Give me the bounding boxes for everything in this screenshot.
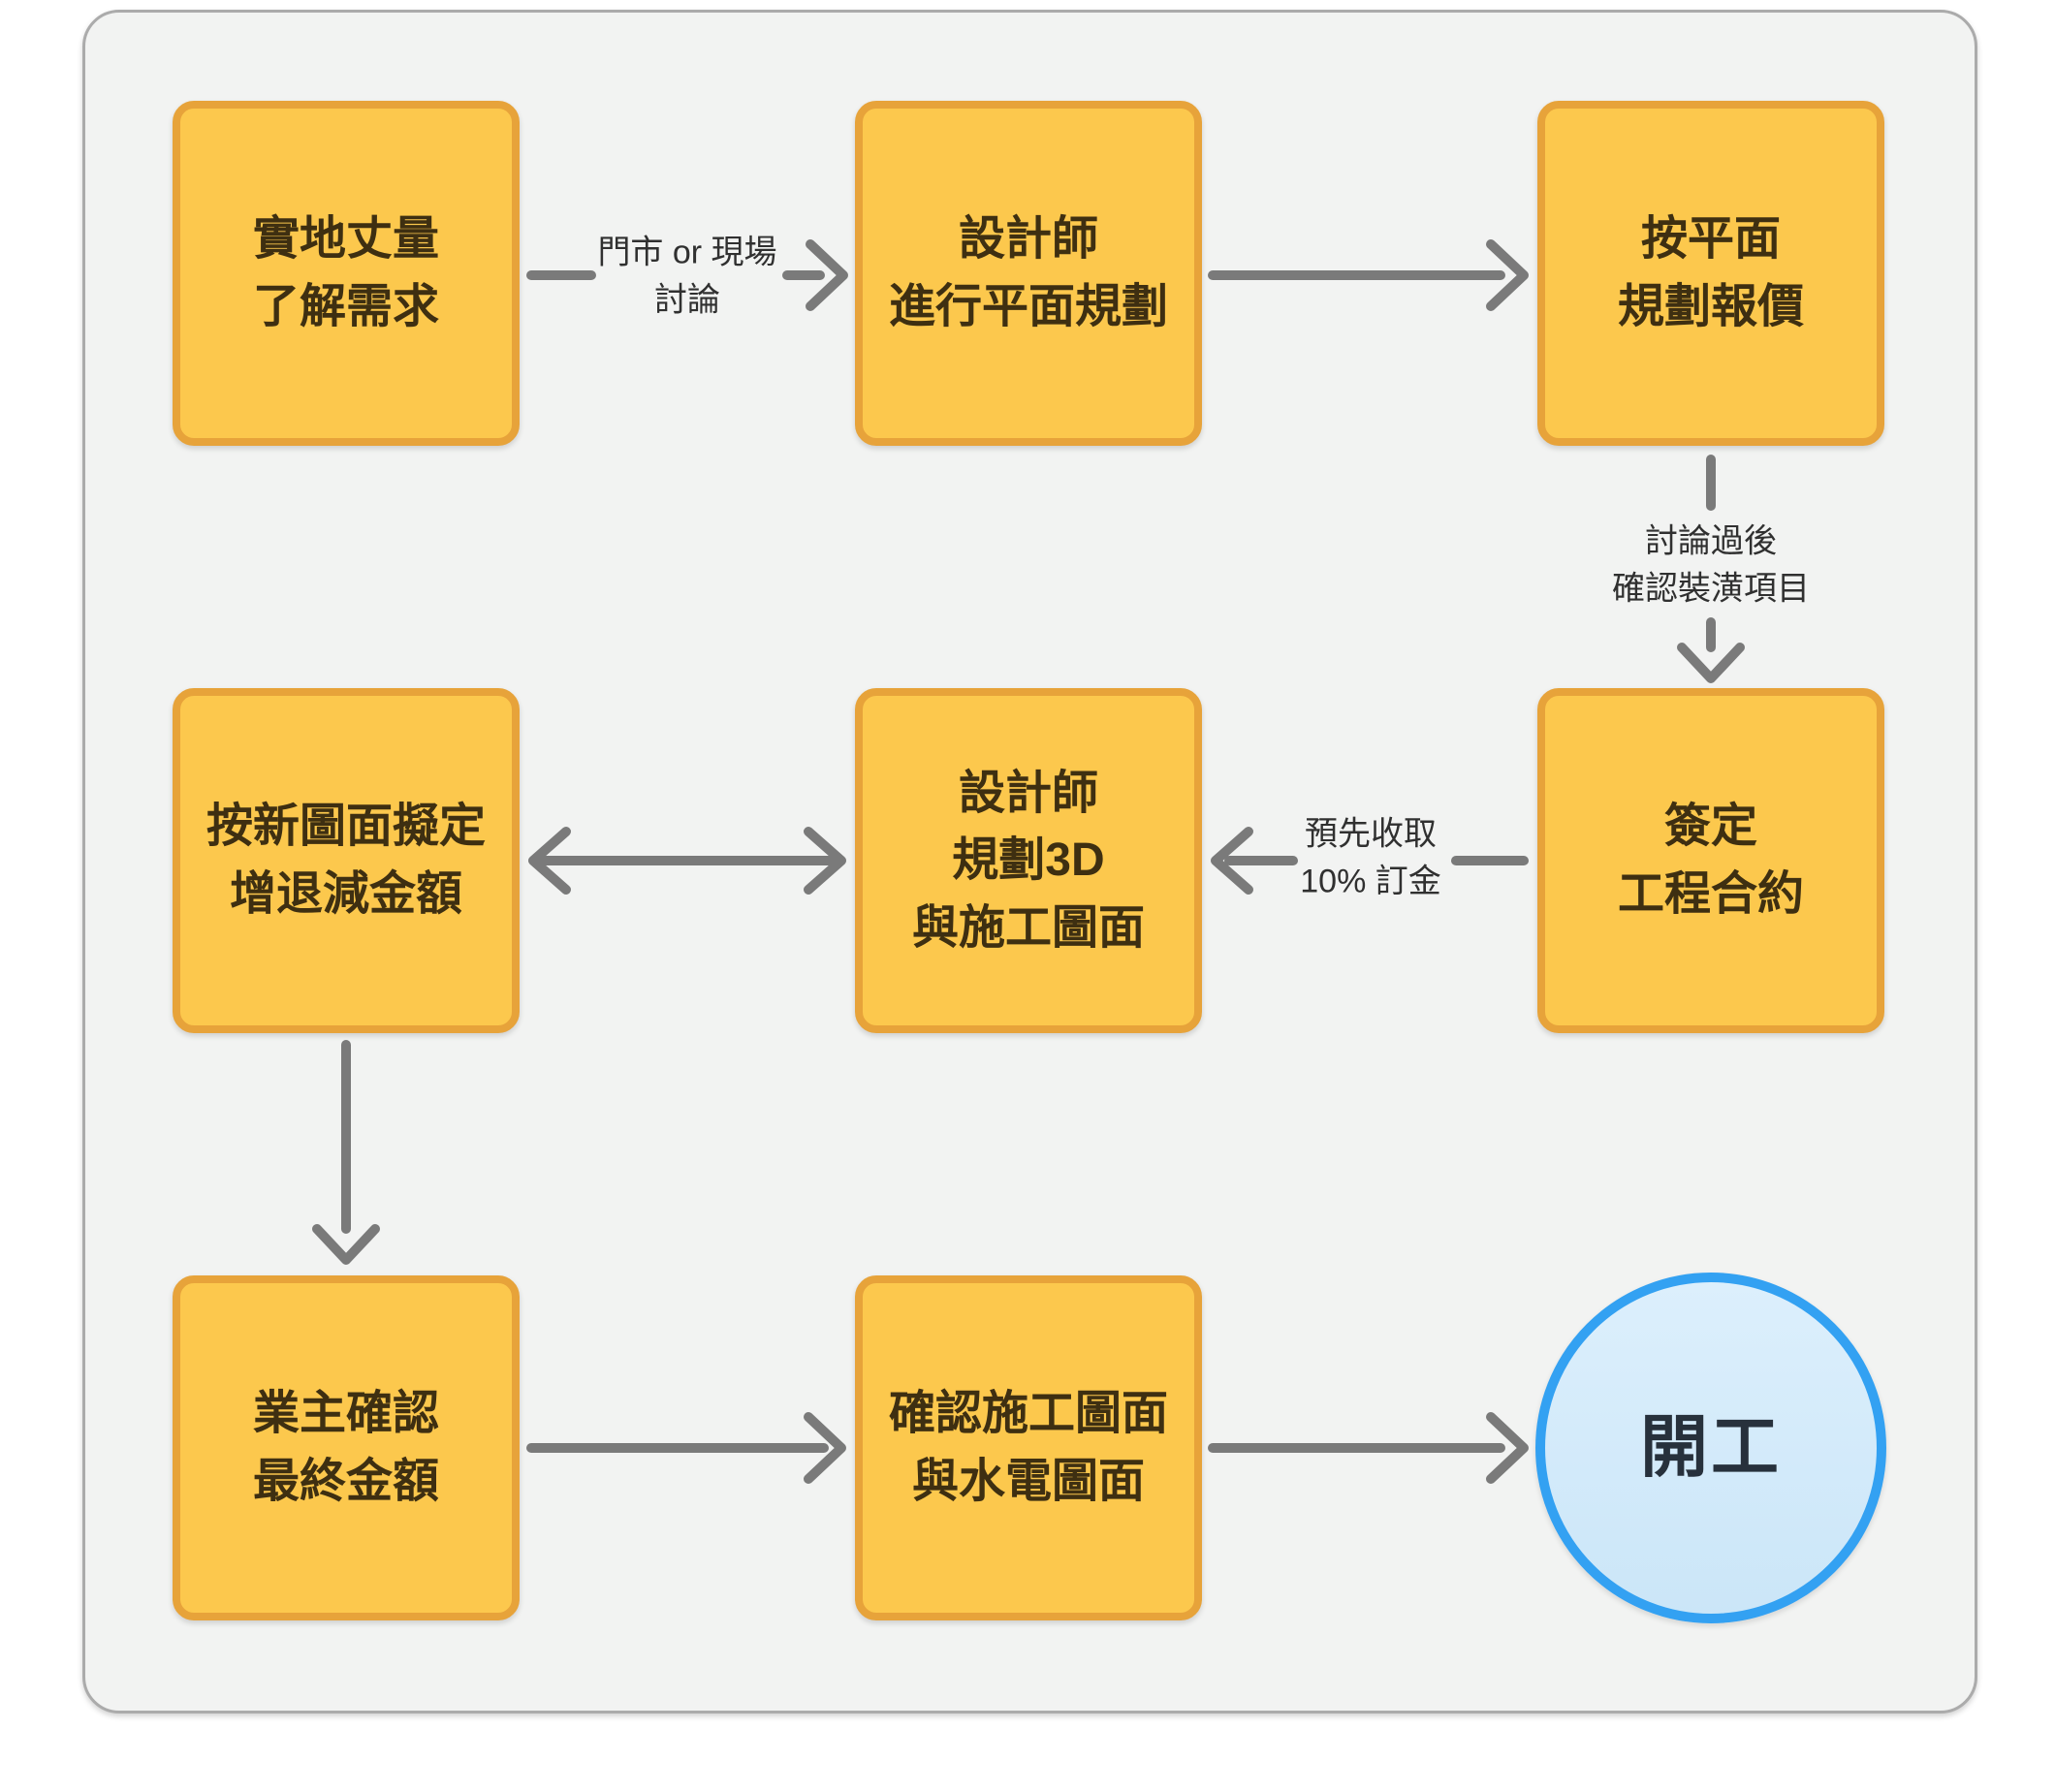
edge-label-store-or-site: 門市 or 現場 討論 [597,234,777,319]
node-final-amount-label: 業主確認 最終金額 [252,1388,439,1507]
node-quote: 按平面 規劃報價 [1537,101,1884,446]
edge-label-confirm-items: 討論過後 確認裝潢項目 [1612,522,1810,608]
node-floor-plan: 設計師 進行平面規劃 [855,101,1202,446]
arrow-adjustment-to-finalamount [312,1040,380,1265]
node-quote-label: 按平面 規劃報價 [1617,213,1804,332]
node-site-measure-label: 實地丈量 了解需求 [252,213,439,332]
node-final-amount: 業主確認 最終金額 [173,1275,520,1620]
arrow-measure-to-floorplan-head [782,239,848,311]
arrow-floorplan-to-quote [1208,239,1529,311]
node-contract: 簽定 工程合約 [1537,688,1884,1033]
node-site-measure: 實地丈量 了解需求 [173,101,520,446]
arrow-finalamount-to-drawings [526,1412,846,1484]
arrow-contract-to-design3d-head [1211,827,1298,895]
arrow-drawings-to-startwork [1208,1412,1529,1484]
node-design-3d: 設計師 規劃3D 與施工圖面 [855,688,1202,1033]
node-construction-drawings: 確認施工圖面 與水電圖面 [855,1275,1202,1620]
node-design-3d-label: 設計師 規劃3D 與施工圖面 [911,767,1145,954]
node-construction-drawings-label: 確認施工圖面 與水電圖面 [888,1388,1168,1507]
arrow-adjustment-design3d-bidirectional [528,827,846,895]
node-contract-label: 簽定 工程合約 [1617,801,1804,920]
edge-label-deposit: 預先收取 10% 訂金 [1300,815,1441,900]
node-adjustment-label: 按新圖面擬定 增退減金額 [206,801,486,920]
node-start-work: 開工 [1535,1273,1886,1623]
node-start-work-label: 開工 [1640,1409,1782,1486]
arrow-quote-to-contract [1677,455,1745,683]
node-floor-plan-label: 設計師 進行平面規劃 [888,213,1168,332]
node-adjustment: 按新圖面擬定 增退減金額 [173,688,520,1033]
